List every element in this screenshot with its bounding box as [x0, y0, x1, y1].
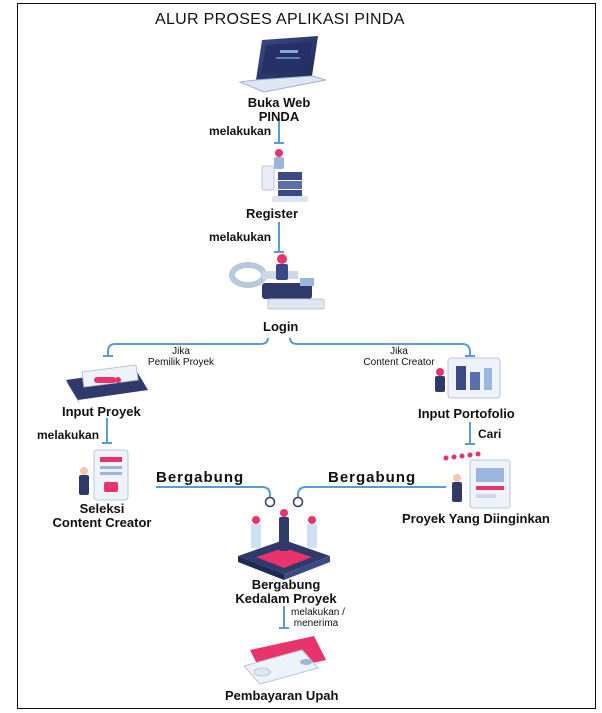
connector-ends — [102, 142, 475, 629]
node-buka-web-line1: Buka Web — [247, 95, 311, 110]
edge-seleksi-join — [156, 486, 271, 500]
connector-dots — [264, 496, 304, 508]
edge-label-cari: Cari — [478, 427, 502, 441]
edge-label-jika-creator-line1: Jika — [390, 346, 408, 357]
proyek-rating-icon — [443, 451, 511, 509]
edge-label-jika-creator: Jika Content Creator — [356, 346, 442, 368]
node-pembayaran: Pembayaran Upah — [225, 688, 339, 703]
payment-card-icon — [243, 636, 326, 685]
edge-label-bergabung-left: Bergabung — [156, 469, 245, 486]
node-buka-web-line2: PINDA — [258, 109, 300, 125]
edge-label-melakukan-2: melakukan — [209, 230, 272, 244]
edge-login-pemilik — [107, 337, 269, 356]
login-key-icon — [229, 254, 325, 310]
diagram-title: ALUR PROSES APLIKASI PINDA — [155, 11, 405, 28]
edge-label-melakukan-menerima: melakukan / menerima — [291, 607, 345, 629]
seleksi-profile-icon — [79, 449, 129, 501]
diagram-frame — [17, 3, 596, 709]
edge-login-creator — [289, 337, 471, 356]
node-seleksi-line2: Content Creator — [52, 515, 152, 531]
edge-label-jika-pemilik: Jika Pemilik Proyek — [143, 346, 219, 368]
register-server-icon — [261, 149, 308, 202]
node-input-portofolio: Input Portofolio — [418, 406, 515, 421]
node-seleksi: Seleksi Content Creator — [47, 501, 157, 531]
node-buka-web: Buka Web PINDA — [247, 95, 311, 125]
input-portofolio-icon — [435, 357, 501, 399]
team-join-icon — [238, 509, 330, 580]
node-bergabung-kedalam: Bergabung Kedalam Proyek — [228, 577, 344, 607]
node-seleksi-line1: Seleksi — [79, 501, 125, 516]
edge-proyek-join — [297, 486, 446, 500]
node-bergabung-kedalam-line2: Kedalam Proyek — [235, 591, 337, 607]
node-proyek-diinginkan: Proyek Yang Diinginkan — [402, 511, 550, 526]
edge-label-melakukan-menerima-line1: melakukan / — [291, 607, 345, 618]
input-proyek-card-icon — [66, 364, 148, 404]
edge-label-melakukan-3: melakukan — [37, 428, 100, 442]
node-register: Register — [246, 206, 299, 221]
node-input-proyek: Input Proyek — [62, 404, 141, 419]
edge-label-melakukan-1: melakukan — [209, 124, 272, 138]
edge-label-bergabung-right: Bergabung — [328, 469, 417, 486]
edge-label-jika-pemilik-line1: Jika — [172, 346, 190, 357]
node-bergabung-kedalam-line1: Bergabung — [251, 577, 321, 592]
edge-label-jika-creator-line2: Content Creator — [363, 357, 435, 368]
edge-label-jika-pemilik-line2: Pemilik Proyek — [147, 357, 215, 368]
connector-lines — [106, 118, 471, 628]
node-login: Login — [263, 319, 299, 334]
edge-label-melakukan-menerima-line2: menerima — [293, 618, 339, 629]
laptop-icon — [238, 36, 327, 93]
